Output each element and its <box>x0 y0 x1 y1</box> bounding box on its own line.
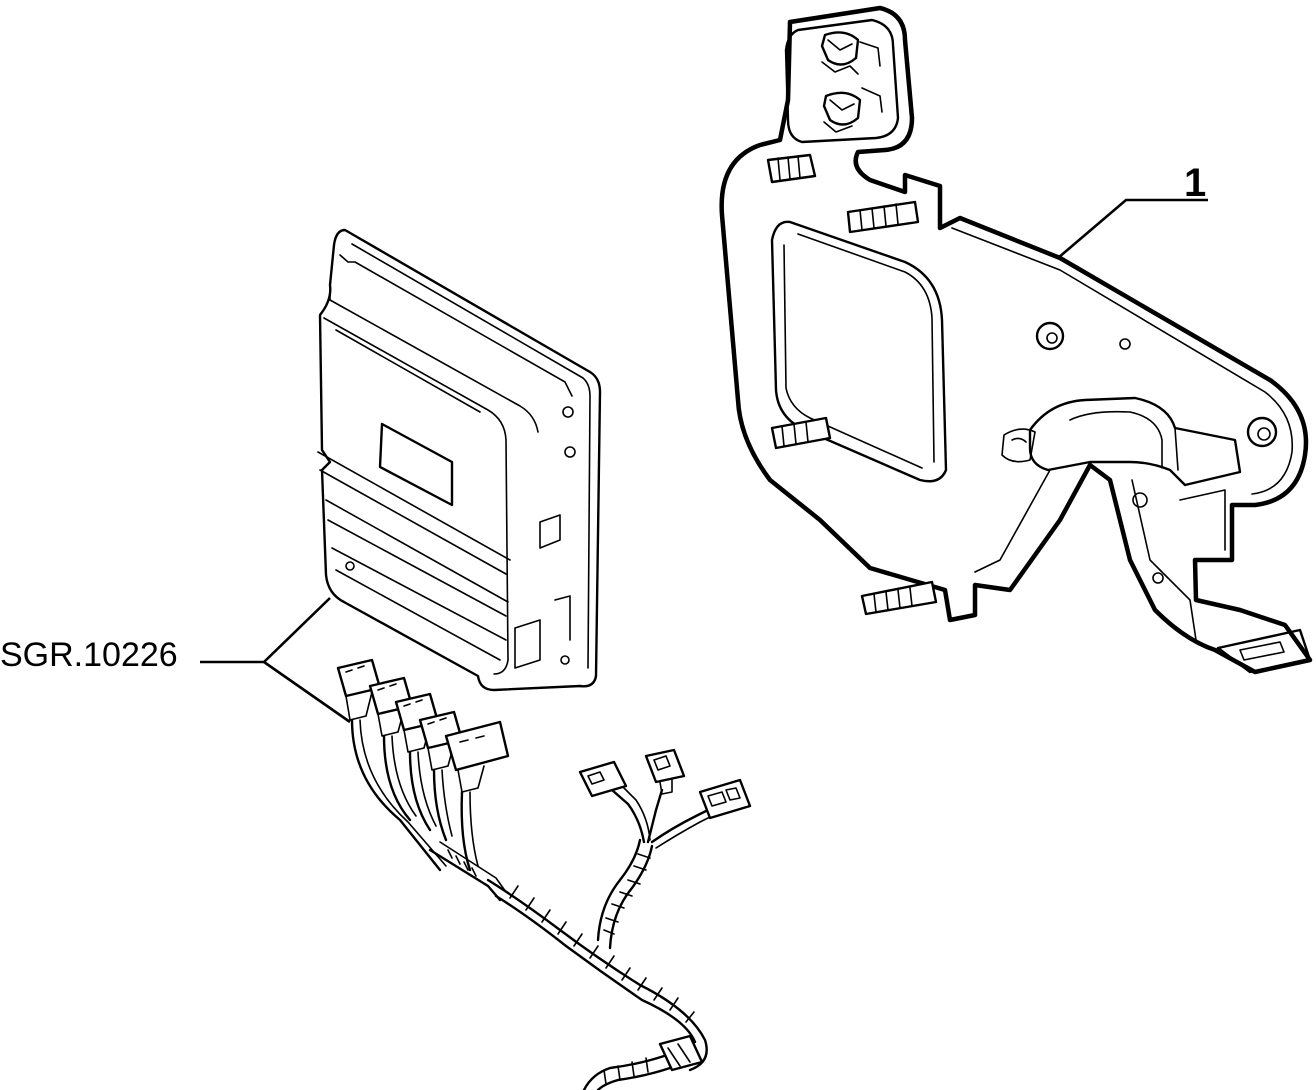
ecu-control-unit <box>317 228 602 692</box>
leader-line-bracket <box>1057 198 1208 259</box>
harness-connector-5 <box>444 720 510 793</box>
harness-connector-branch-left <box>578 760 628 798</box>
mounting-bracket <box>719 5 1313 675</box>
callout-label-bracket: 1 <box>1184 161 1206 205</box>
wiring-harness <box>336 658 752 1090</box>
leader-line-ecu <box>200 597 351 724</box>
stud-bottom <box>860 580 938 616</box>
stud-upper-center <box>846 200 920 234</box>
callout-ecu: SGR.10226 <box>0 597 351 724</box>
callout-bracket: 1 <box>1057 161 1208 259</box>
callout-label-ecu: SGR.10226 <box>0 636 178 674</box>
stud-upper-left <box>766 153 817 184</box>
harness-connector-branch-right <box>698 778 752 820</box>
harness-connector-branch-center <box>644 748 686 795</box>
stud-lower-left <box>770 416 832 450</box>
